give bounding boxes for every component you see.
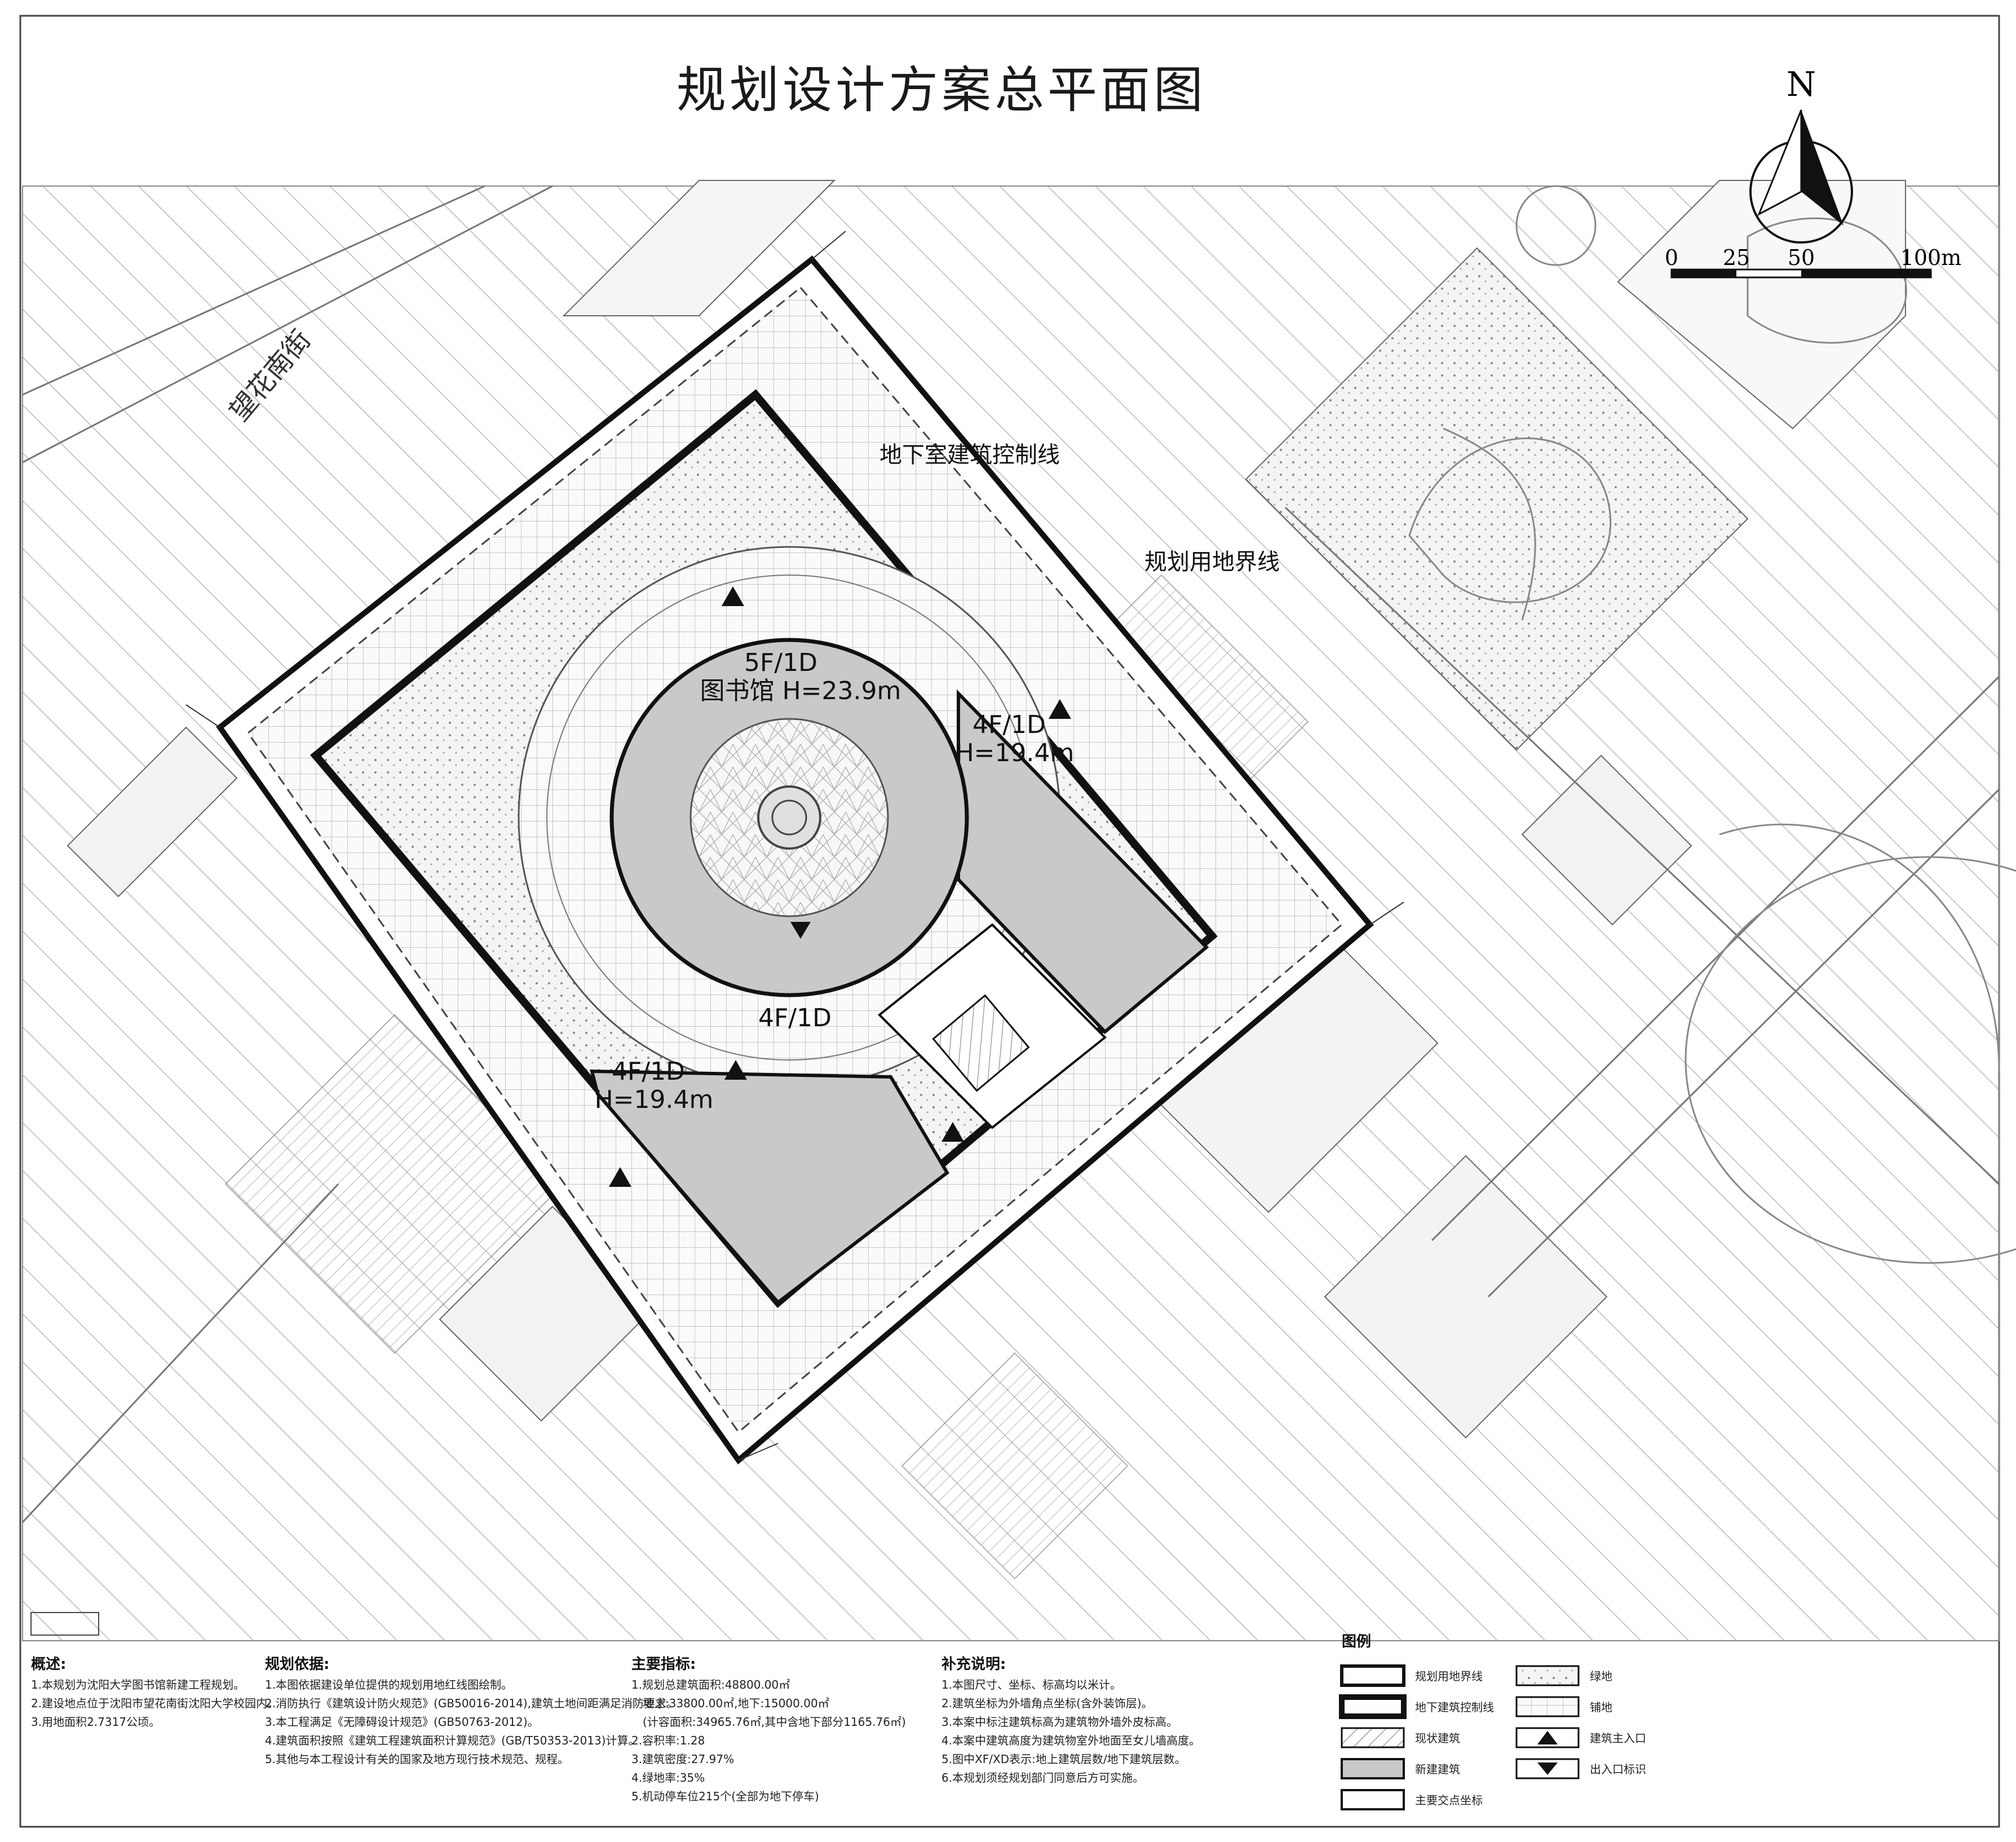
legend-label-6: 绿地 (1590, 1669, 1612, 1683)
basis-item-3: 3.本工程满足《无障碍设计规范》(GB50763-2012)。 (265, 1715, 539, 1729)
legend-label-3: 现状建筑 (1415, 1731, 1460, 1745)
supplement-item-2: 2.建筑坐标为外墙角点坐标(含外装饰层)。 (941, 1697, 1153, 1710)
north-label: N (1787, 65, 1816, 104)
basis-item-2: 2.消防执行《建筑设计防火规范》(GB50016-2014),建筑土地间距满足消… (265, 1697, 678, 1710)
site-context (21, 180, 2016, 1641)
overview-item-2: 2.建设地点位于沈阳市望花南街沈阳大学校园内。 (31, 1697, 278, 1710)
wing-ne-height-label: H=19.4m (956, 739, 1075, 767)
scale-label-50: 50 (1788, 245, 1815, 270)
legend-label-2: 地下建筑控制线 (1415, 1700, 1494, 1714)
basis-item-4: 4.建筑面积按照《建筑工程建筑面积计算规范》(GB/T50353-2013)计算… (265, 1734, 640, 1747)
scale-bar: 0 25 50 100m (1665, 245, 1962, 279)
main-building-label: 图书馆 H=23.9m (700, 677, 901, 705)
legend-label-8: 建筑主入口 (1590, 1731, 1646, 1745)
index-item-2: 地上:33800.00㎡,地下:15000.00㎡ (643, 1697, 829, 1710)
basis-title: 规划依据: (265, 1656, 329, 1673)
legend-title: 图例 (1342, 1633, 1371, 1650)
supplement-item-1: 1.本图尺寸、坐标、标高均以米计。 (941, 1678, 1121, 1691)
overview-item-1: 1.本规划为沈阳大学图书馆新建工程规划。 (31, 1678, 245, 1691)
legend: 规划用地界线 地下建筑控制线 现状建筑 新建建筑 主要交点坐标 绿地 铺地 建筑… (1339, 1664, 1646, 1810)
supplement-item-4: 4.本案中建筑高度为建筑物室外地面至女儿墙高度。 (941, 1734, 1200, 1747)
coordinate-leaders (185, 231, 1404, 1461)
basis-item-1: 1.本图依据建设单位提供的规划用地红线图绘制。 (265, 1678, 512, 1691)
supplement-item-5: 5.图中XF/XD表示:地上建筑层数/地下建筑层数。 (941, 1752, 1186, 1766)
land-boundary-label: 规划用地界线 (1144, 549, 1280, 575)
wing-sw-floors-label: 4F/1D (612, 1057, 685, 1086)
index-title: 主要指标: (631, 1656, 696, 1673)
legend-label-5: 主要交点坐标 (1415, 1794, 1483, 1807)
overview-title: 概述: (31, 1656, 66, 1673)
main-floors-label: 5F/1D (744, 648, 817, 677)
north-arrow: N (1749, 65, 1853, 244)
scale-label-25: 25 (1723, 245, 1750, 270)
scale-label-100: 100m (1900, 245, 1962, 270)
index-item-1: 1.规划总建筑面积:48800.00㎡ (631, 1678, 790, 1691)
wing-ne-floors-label: 4F/1D (972, 710, 1046, 739)
supplement-title: 补充说明: (941, 1655, 1006, 1673)
drawing-title: 规划设计方案总平面图 (677, 61, 1206, 119)
library-building (590, 638, 1209, 1305)
wing-s-floors-label: 4F/1D (758, 1004, 832, 1032)
index-item-7: 5.机动停车位215个(全部为地下停车) (631, 1790, 819, 1803)
legend-label-4: 新建建筑 (1415, 1763, 1460, 1776)
notes-area: 概述: 1.本规划为沈阳大学图书馆新建工程规划。 2.建设地点位于沈阳市望花南街… (30, 1612, 1646, 1810)
entrance-markers (609, 586, 1071, 1187)
index-item-5: 3.建筑密度:27.97% (631, 1752, 734, 1766)
index-item-6: 4.绿地率:35% (631, 1771, 705, 1784)
supplement-item-6: 6.本规划须经规划部门同意后方可实施。 (941, 1771, 1144, 1784)
wing-sw-height-label: H=19.4m (595, 1085, 714, 1114)
index-item-3: (计容面积:34965.76㎡,其中含地下部分1165.76㎡) (643, 1715, 906, 1729)
legend-label-7: 铺地 (1590, 1700, 1612, 1714)
scale-label-0: 0 (1665, 245, 1678, 270)
overview-item-3: 3.用地面积2.7317公顷。 (31, 1715, 160, 1729)
supplement-item-3: 3.本案中标注建筑标高为建筑物外墙外皮标高。 (941, 1715, 1178, 1729)
basis-item-5: 5.其他与本工程设计有关的国家及地方现行技术规范、规程。 (265, 1752, 569, 1766)
index-item-4: 2.容积率:1.28 (631, 1734, 705, 1747)
underground-line-label: 地下室建筑控制线 (879, 442, 1060, 468)
legend-label-1: 规划用地界线 (1415, 1669, 1483, 1683)
legend-label-9: 出入口标识 (1590, 1763, 1646, 1776)
